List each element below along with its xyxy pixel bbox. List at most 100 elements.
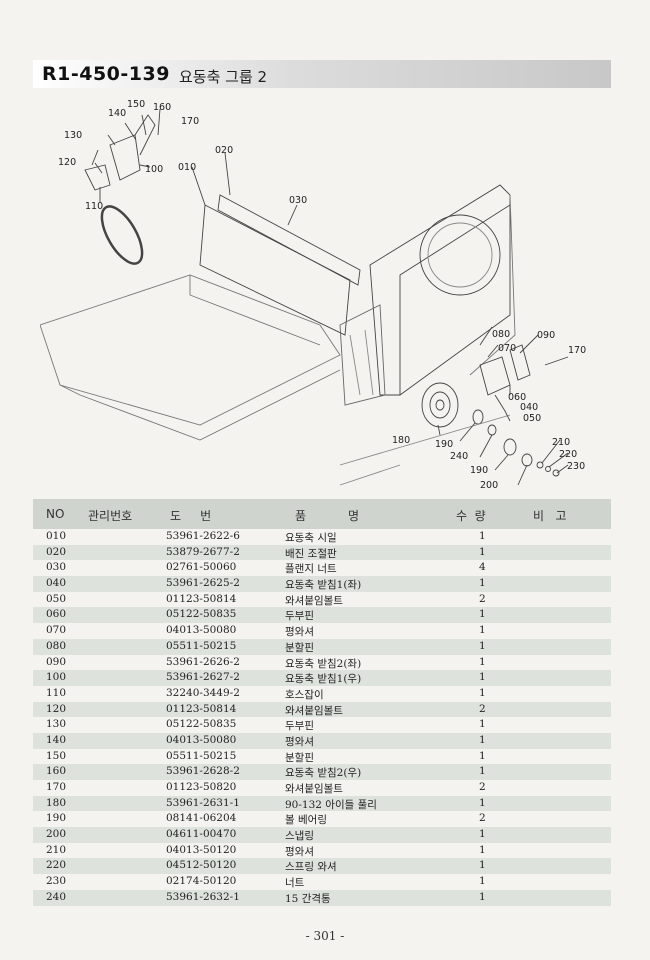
cell-part-name: 두부핀 <box>285 610 314 623</box>
cell-part-name: 요동축 받침2(우) <box>285 767 362 780</box>
cell-no: 060 <box>46 608 67 621</box>
callout-030: 030 <box>289 195 307 206</box>
cell-part-number: 02761-50060 <box>166 561 237 574</box>
callout-070: 070 <box>498 343 516 354</box>
callout-120: 120 <box>58 157 76 168</box>
cell-no: 120 <box>46 702 67 715</box>
cell-part-name: 호스잡이 <box>285 688 324 701</box>
header-no: NO <box>46 507 65 521</box>
cell-part-name: 와셔붙임볼트 <box>285 783 343 795</box>
cell-part-name: 요동축 받침1(우) <box>285 673 362 686</box>
header-mgmt: 관리번호 <box>88 509 133 523</box>
cell-no: 100 <box>46 671 67 684</box>
cell-quantity: 1 <box>479 796 486 809</box>
cell-quantity: 1 <box>479 859 486 872</box>
cell-part-number: 53961-2622-6 <box>166 530 240 542</box>
callout-010: 010 <box>178 162 196 173</box>
cell-quantity: 4 <box>479 561 486 574</box>
callout-080: 080 <box>492 329 510 340</box>
cell-part-number: 04013-50080 <box>166 624 237 637</box>
cell-part-number: 53961-2631-1 <box>166 796 240 809</box>
cell-no: 010 <box>46 530 67 542</box>
cell-quantity: 1 <box>479 828 486 841</box>
callout-230: 230 <box>567 461 585 472</box>
page-code: R1-450-139 <box>42 63 170 85</box>
callout-090: 090 <box>537 330 555 341</box>
cell-quantity: 1 <box>479 577 486 590</box>
cell-no: 050 <box>46 592 67 605</box>
cell-no: 030 <box>46 561 67 574</box>
callout-110: 110 <box>85 201 103 212</box>
cell-part-name: 와셔붙임볼트 <box>285 594 343 607</box>
cell-quantity: 1 <box>479 733 486 746</box>
cell-no: 170 <box>46 781 67 793</box>
table-row: 010 53961-2622-6 요동축 시일 1 <box>33 529 611 545</box>
cell-part-number: 04013-50120 <box>166 843 237 856</box>
cell-part-name: 요동축 받침2(좌) <box>285 657 362 670</box>
cell-part-number: 53961-2628-2 <box>166 765 240 778</box>
cell-no: 190 <box>46 812 67 825</box>
cell-part-number: 05122-50835 <box>166 718 237 731</box>
cell-part-number: 01123-50820 <box>166 781 237 793</box>
cell-part-number: 02174-50120 <box>166 875 237 888</box>
exploded-parts-diagram: 150 160 140 170 130 020 120 010 100 110 … <box>40 99 586 491</box>
cell-part-name: 요동축 시일 <box>285 532 337 544</box>
cell-no: 240 <box>46 890 67 903</box>
cell-part-name: 스프링 와셔 <box>285 861 337 874</box>
cell-quantity: 2 <box>479 781 486 793</box>
cell-part-number: 04512-50120 <box>166 859 237 872</box>
page-number: - 301 - <box>305 929 345 943</box>
cell-quantity: 1 <box>479 890 486 903</box>
cell-part-name: 15 간격통 <box>285 892 331 905</box>
cell-quantity: 1 <box>479 624 486 637</box>
cell-part-number: 53961-2625-2 <box>166 577 240 590</box>
cell-part-name: 평와셔 <box>285 626 314 639</box>
header-remark: 비 고 <box>533 509 567 523</box>
cell-part-number: 53961-2627-2 <box>166 671 240 684</box>
cell-part-number: 05511-50215 <box>166 749 237 762</box>
cell-part-number: 32240-3449-2 <box>166 686 240 699</box>
callout-020: 020 <box>215 145 233 156</box>
cell-part-name: 배진 조절판 <box>285 547 337 560</box>
cell-quantity: 1 <box>479 875 486 888</box>
cell-part-number: 08141-06204 <box>166 812 237 825</box>
table-row: 070 04013-50080 평와셔 1 <box>33 623 611 639</box>
cell-part-name: 평와셔 <box>285 735 314 748</box>
cell-part-name: 평와셔 <box>285 845 314 858</box>
cell-no: 150 <box>46 749 67 762</box>
header-qty: 수 량 <box>456 509 486 523</box>
cell-part-number: 01123-50814 <box>166 592 237 605</box>
callout-210: 210 <box>552 437 570 448</box>
cell-quantity: 1 <box>479 765 486 778</box>
callout-200: 200 <box>480 480 498 491</box>
cell-no: 110 <box>46 686 67 699</box>
callout-050: 050 <box>523 413 541 424</box>
cell-quantity: 1 <box>479 530 486 542</box>
cell-quantity: 1 <box>479 843 486 856</box>
cell-part-name: 너트 <box>285 877 305 890</box>
cell-quantity: 1 <box>479 655 486 668</box>
cell-part-number: 53961-2626-2 <box>166 655 240 668</box>
cell-part-name: 와셔붙임볼트 <box>285 704 343 717</box>
cell-part-name: 두부핀 <box>285 720 314 733</box>
callout-160: 160 <box>153 102 171 113</box>
callout-140: 140 <box>108 108 126 119</box>
cell-part-number: 04611-00470 <box>166 828 237 841</box>
cell-no: 070 <box>46 624 67 637</box>
callout-130: 130 <box>64 130 82 141</box>
header-drawing: 도 번 <box>170 509 212 523</box>
